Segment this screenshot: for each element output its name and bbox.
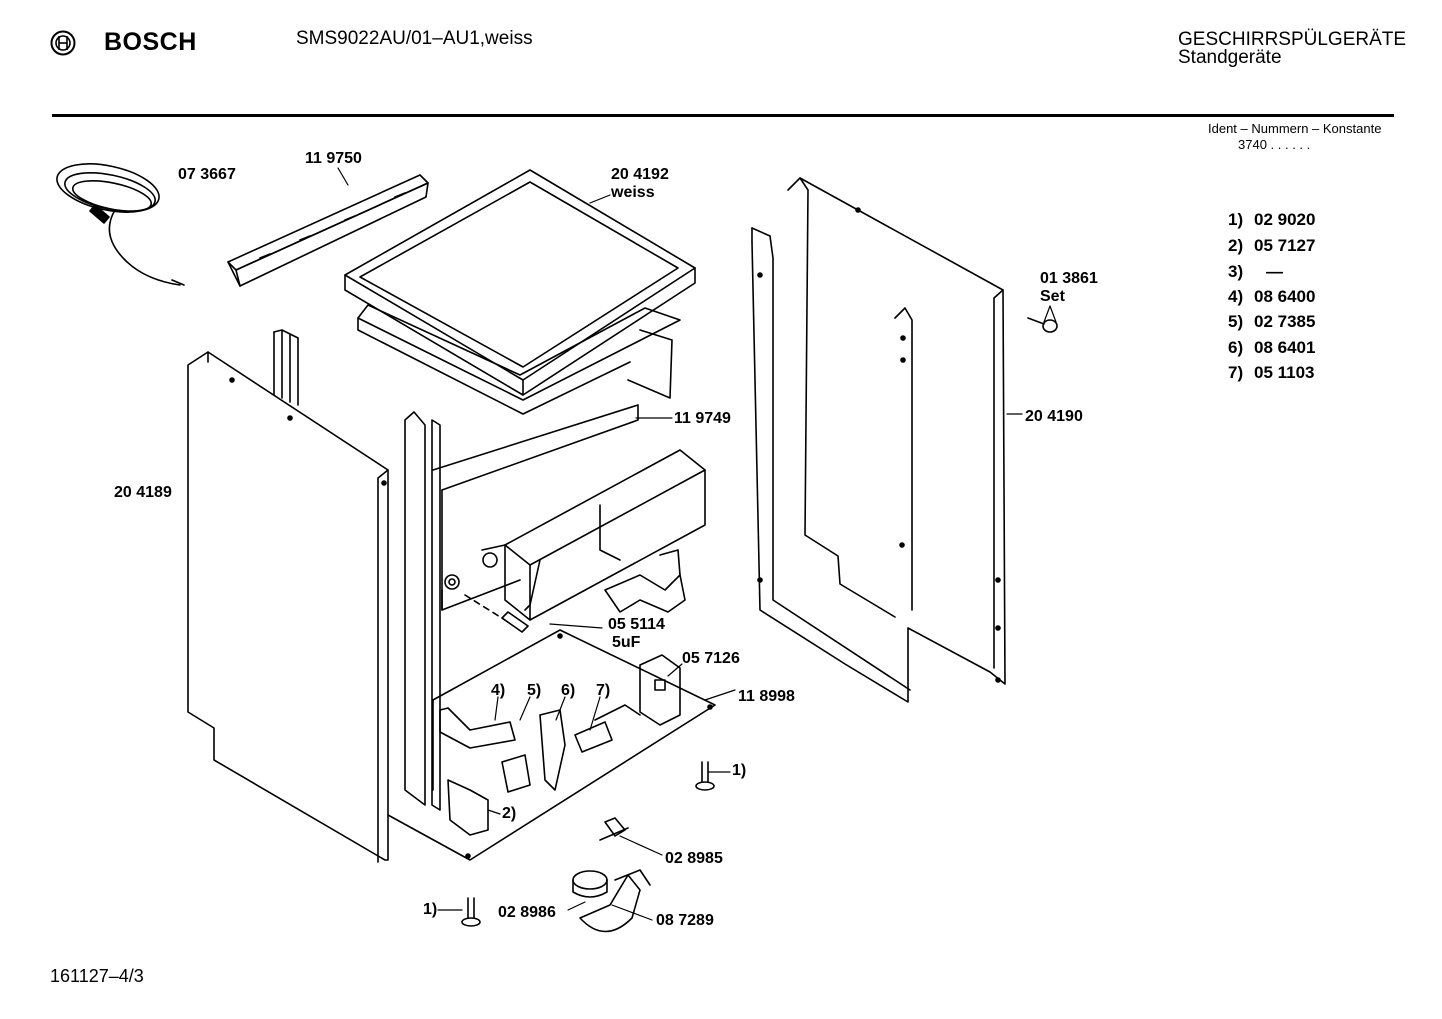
callout-055114: 05 5114 bbox=[608, 616, 665, 633]
legend-ref: 4) bbox=[1228, 287, 1244, 306]
leader-lines bbox=[337, 167, 1057, 921]
left-side-panel-part bbox=[187, 351, 389, 863]
brand-name: BOSCH bbox=[104, 28, 197, 56]
ident-label: Ident – Nummern – Konstante bbox=[1208, 121, 1382, 136]
right-frame-part bbox=[751, 177, 1006, 703]
legend-part: 02 7385 bbox=[1254, 312, 1316, 331]
callout-ref-2: 2) bbox=[502, 805, 517, 822]
header-divider bbox=[52, 114, 1394, 117]
callout-119749: 11 9749 bbox=[674, 410, 731, 427]
callout-weiss: weiss bbox=[611, 184, 655, 201]
callout-028986: 02 8986 bbox=[498, 904, 556, 921]
legend-ref: 3) bbox=[1228, 262, 1244, 281]
vertical-rail-part bbox=[273, 329, 441, 811]
legend-ref: 2) bbox=[1228, 236, 1244, 255]
legend-part: 08 6400 bbox=[1254, 287, 1316, 306]
callout-ref-4: 4) bbox=[491, 682, 506, 699]
callout-5uf: 5uF bbox=[612, 634, 641, 651]
support-bracket-part bbox=[639, 654, 681, 726]
callout-ref-1-right: 1) bbox=[732, 762, 747, 779]
ident-value: 3740 . . . . . . bbox=[1238, 137, 1311, 152]
elbow-pipe-part bbox=[604, 549, 686, 613]
appliance-subcategory: Standgeräte bbox=[1178, 47, 1282, 68]
legend-ref: 5) bbox=[1228, 312, 1244, 331]
callout-ref-1-left: 1) bbox=[423, 901, 438, 918]
callout-013861: 01 3861 bbox=[1040, 270, 1098, 287]
legend-part: — bbox=[1266, 262, 1283, 281]
heater-block-part bbox=[444, 449, 706, 633]
callout-ref-5: 5) bbox=[527, 682, 542, 699]
document-number: 161127–4/3 bbox=[50, 966, 144, 986]
model-designation: SMS9022AU/01–AU1,weiss bbox=[296, 28, 533, 49]
adjustable-foot-part bbox=[461, 761, 715, 927]
float-switch-part bbox=[572, 817, 651, 933]
callout-204189: 20 4189 bbox=[114, 484, 172, 501]
callout-ref-7: 7) bbox=[596, 682, 611, 699]
legend-part: 05 7127 bbox=[1254, 236, 1316, 255]
callout-118998: 11 8998 bbox=[738, 688, 795, 705]
appliance-category: GESCHIRRSPÜLGERÄTE bbox=[1178, 29, 1407, 50]
legend-ref: 1) bbox=[1228, 210, 1244, 229]
legend-part: 02 9020 bbox=[1254, 210, 1316, 229]
callout-073667: 07 3667 bbox=[178, 166, 236, 183]
base-frame-part bbox=[387, 404, 716, 861]
callout-ref-6: 6) bbox=[561, 682, 576, 699]
worktop-part bbox=[344, 169, 696, 396]
callout-204190: 20 4190 bbox=[1025, 408, 1083, 425]
screw-set-part bbox=[1027, 317, 1058, 333]
legend-part: 08 6401 bbox=[1254, 338, 1316, 357]
bosch-logo-icon bbox=[50, 30, 76, 56]
callout-057126: 05 7126 bbox=[682, 650, 740, 667]
power-cord-part bbox=[56, 163, 185, 286]
callout-204192: 20 4192 bbox=[611, 166, 669, 183]
legend-ref: 7) bbox=[1228, 363, 1244, 382]
callout-set: Set bbox=[1040, 288, 1065, 305]
insulation-panel-part bbox=[357, 304, 681, 415]
legend-part: 05 1103 bbox=[1254, 363, 1315, 382]
callout-087289: 08 7289 bbox=[656, 912, 714, 929]
callout-028985: 02 8985 bbox=[665, 850, 723, 867]
legend-ref: 6) bbox=[1228, 338, 1244, 357]
clip-part bbox=[447, 779, 489, 836]
small-components bbox=[439, 704, 641, 793]
top-rail-part bbox=[227, 174, 429, 287]
callout-119750: 11 9750 bbox=[305, 150, 362, 167]
